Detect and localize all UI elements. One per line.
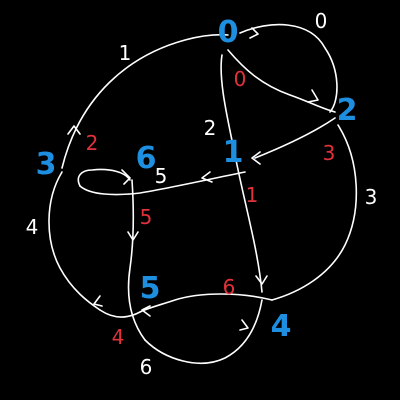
- crossing-label-1: 1: [223, 135, 244, 170]
- arrow-marker: [67, 125, 81, 135]
- arrow-marker: [201, 171, 213, 183]
- arrow-marker: [127, 231, 139, 241]
- crossing-label-5: 5: [140, 271, 161, 306]
- arrow-marker: [249, 27, 259, 39]
- edge-label-0: 0: [315, 9, 328, 33]
- strand-arc-4: [48, 171, 101, 311]
- red-label-1: 1: [246, 183, 259, 207]
- strand-arc-4-5: [139, 293, 273, 313]
- strand-hook-6: [77, 168, 131, 187]
- strand-arc-lower-left: [99, 309, 141, 318]
- edge-label-4: 4: [26, 215, 39, 239]
- red-label-2: 2: [86, 131, 99, 155]
- edge-label-6: 6: [140, 355, 153, 379]
- crossing-label-4: 4: [271, 309, 292, 344]
- crossing-label-6: 6: [136, 141, 157, 176]
- red-label-5: 5: [140, 205, 153, 229]
- arrow-marker: [239, 319, 249, 331]
- edge-label-1: 1: [119, 41, 132, 65]
- red-label-3: 3: [323, 141, 336, 165]
- edge-label-5: 5: [155, 164, 168, 188]
- edge-label-2: 2: [204, 116, 217, 140]
- strand-arc-diag-0-2: [227, 49, 336, 113]
- arrow-marker: [93, 295, 103, 307]
- strand-arc-2-1: [254, 117, 336, 159]
- red-label-0: 0: [234, 67, 247, 91]
- red-label-6: 6: [223, 275, 236, 299]
- red-label-4: 4: [112, 325, 125, 349]
- strand-arc-2: [220, 54, 263, 293]
- strand-arc-5: [79, 171, 246, 196]
- strand-arc-3: [271, 124, 358, 301]
- strand-arc-6-5: [127, 179, 146, 341]
- strand-arc-1: [61, 33, 229, 169]
- arrow-marker: [141, 305, 151, 317]
- edge-label-3: 3: [365, 185, 378, 209]
- strand-arc-0: [239, 23, 338, 113]
- strand-arc-6: [144, 299, 263, 364]
- arrow-marker: [121, 169, 131, 185]
- arrow-marker: [255, 275, 268, 285]
- arrow-marker: [307, 89, 319, 103]
- crossing-label-3: 3: [36, 147, 57, 182]
- crossing-label-2: 2: [337, 93, 358, 128]
- crossing-label-0: 0: [218, 15, 239, 50]
- arrow-marker: [251, 151, 261, 165]
